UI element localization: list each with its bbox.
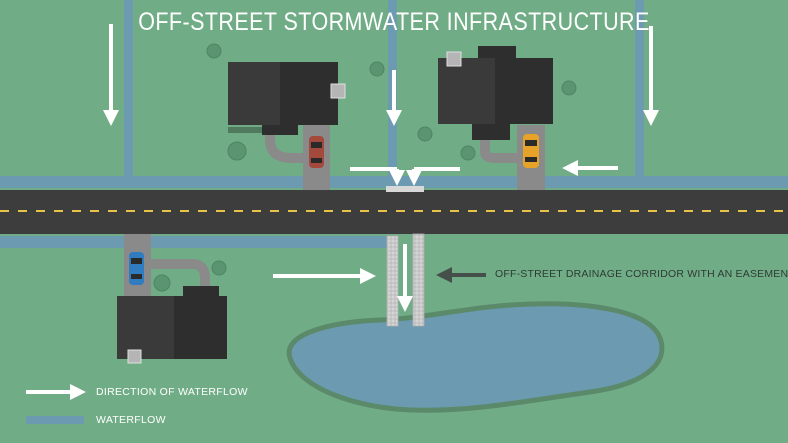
- house-upper-right: [438, 46, 553, 191]
- house-upper-left: [228, 62, 346, 191]
- drainage-corridor-callout: OFF-STREET DRAINAGE CORRIDOR WITH AN EAS…: [495, 268, 788, 280]
- diagram-title: OFF-STREET STORMWATER INFRASTRUCTURE: [138, 8, 650, 36]
- car-yellow: [523, 134, 539, 168]
- pond: [286, 301, 665, 413]
- road: [0, 190, 788, 234]
- storm-drain-inlet: [386, 186, 424, 192]
- legend-waterflow-swatch: [26, 416, 84, 424]
- legend-direction-label: DIRECTION OF WATERFLOW: [96, 386, 248, 398]
- house-lower-left: [117, 234, 227, 364]
- flow-arrows: [103, 24, 659, 312]
- drainage-corridor: [386, 233, 425, 327]
- car-blue: [129, 252, 144, 285]
- trees: [153, 43, 577, 292]
- car-red: [309, 136, 324, 168]
- legend-waterflow-label: WATERFLOW: [96, 414, 166, 426]
